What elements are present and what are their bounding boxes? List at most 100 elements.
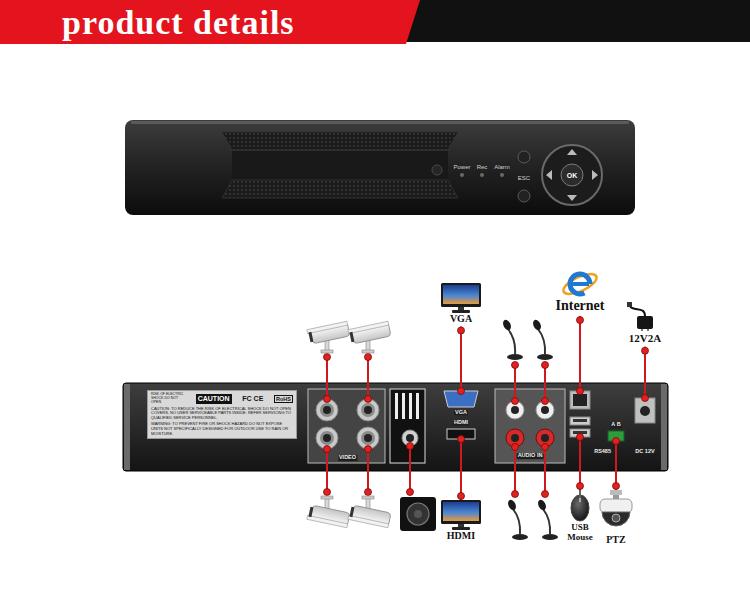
internet-ring — [561, 270, 600, 298]
warning-text: CAUTION: TO REDUCE THE RISK OF ELECTRICA… — [151, 407, 293, 421]
adapter-cord — [630, 306, 645, 316]
ptz-camera: PTZ — [596, 490, 636, 548]
ptz-neck — [613, 495, 619, 499]
usb-mouse: USB Mouse — [561, 490, 599, 545]
bnc-connector — [320, 403, 334, 417]
port-label: VIDEO — [338, 455, 357, 461]
vent-grille — [222, 180, 458, 198]
icon-slot — [598, 490, 634, 534]
warning-stripe — [395, 393, 398, 419]
usb-port — [570, 417, 590, 425]
certification-mark: FC CE — [242, 395, 263, 403]
front-button — [518, 151, 530, 163]
status-led — [480, 173, 484, 177]
dc-jack — [640, 406, 650, 416]
bnc-connector — [361, 403, 375, 417]
wire — [460, 439, 462, 471]
warning-note: RISK OF ELECTRIC SHOCK DO NOT OPEN — [151, 393, 185, 405]
adapter-body — [637, 316, 653, 329]
connection-dot — [407, 489, 414, 496]
icon-slot — [562, 268, 598, 298]
pad-arrow — [567, 195, 577, 201]
ptz-mount — [610, 490, 622, 495]
speaker-cone — [407, 503, 429, 525]
connection-dot — [458, 436, 465, 443]
ir-window — [432, 165, 442, 175]
video-block — [308, 389, 385, 463]
device-label: HDMI — [441, 530, 481, 542]
connection-dot — [512, 491, 519, 498]
rca-connector — [406, 434, 414, 442]
front-button — [518, 190, 530, 202]
pad-arrow — [546, 170, 552, 180]
microphone — [502, 319, 523, 360]
connection-dot — [577, 434, 584, 441]
connection-dot — [512, 444, 519, 451]
certification-mark: RoHS — [274, 395, 293, 403]
audio-in-block — [495, 389, 565, 463]
wire — [615, 441, 617, 471]
adapter-plug — [627, 302, 632, 307]
device-label: PTZ — [598, 534, 634, 546]
icon-slot — [441, 500, 481, 530]
connection-dot — [542, 444, 549, 451]
cable-line — [460, 327, 462, 384]
speaker-box — [400, 497, 436, 531]
mouse-body — [571, 495, 589, 521]
connection-dot — [642, 347, 649, 354]
bullet-camera — [307, 321, 350, 353]
port-label: AUDIO IN — [517, 453, 544, 459]
bnc-connector — [323, 434, 331, 442]
connection-dot — [365, 396, 372, 403]
connector-group — [458, 471, 465, 500]
connection-dot — [542, 362, 549, 369]
microphone — [507, 499, 528, 540]
bnc-connector — [320, 431, 334, 445]
bnc-connector — [361, 431, 375, 445]
port-label: DC 12V — [634, 449, 655, 455]
connection-dot — [324, 446, 331, 453]
status-led — [460, 173, 464, 177]
bullet-camera — [348, 321, 391, 353]
dvr-front-body — [125, 120, 635, 215]
pad-arrow — [592, 170, 598, 180]
bnc-connector — [323, 406, 331, 414]
dvr-rear-panel: CAUTIONRISK OF ELECTRIC SHOCK DO NOT OPE… — [123, 383, 668, 471]
device-wires — [327, 356, 545, 494]
device-label: USB Mouse — [563, 522, 597, 543]
button-label: ESC — [518, 175, 530, 181]
connector-group — [577, 316, 584, 383]
sticker-body: CAUTION: TO REDUCE THE RISK OF ELECTRICA… — [151, 407, 293, 437]
connection-dot — [542, 398, 549, 405]
icon-slot — [441, 283, 481, 313]
microphone — [537, 499, 558, 540]
port-label: HDMI — [453, 420, 469, 426]
icon-slot — [569, 490, 591, 522]
port-dots — [324, 388, 649, 453]
connection-dot — [512, 362, 519, 369]
vent-grille — [222, 132, 458, 150]
connection-dot — [458, 493, 465, 500]
connection-dot — [577, 388, 584, 395]
rca-connector — [511, 406, 519, 414]
connection-dot — [365, 446, 372, 453]
mouse-wheel — [579, 498, 581, 502]
power-adapter: 12V2A — [625, 304, 665, 347]
device-label: VGA — [441, 313, 481, 325]
bullet-camera — [307, 496, 350, 528]
bnc-connector — [364, 406, 372, 414]
led-label: Rec — [477, 164, 488, 170]
panel-edge — [661, 384, 667, 470]
monitor-icon — [441, 283, 481, 313]
usb-port — [573, 419, 587, 422]
microphone — [532, 319, 553, 360]
front-recess — [232, 151, 448, 179]
connection-dot — [458, 388, 465, 395]
rca-connector — [511, 434, 519, 442]
led-label: Power — [453, 164, 470, 170]
connector-group — [577, 471, 584, 490]
caution-sticker: CAUTIONRISK OF ELECTRIC SHOCK DO NOT OPE… — [147, 390, 297, 439]
sticker-header: CAUTIONRISK OF ELECTRIC SHOCK DO NOT OPE… — [151, 393, 293, 405]
mouse-split — [580, 495, 581, 503]
